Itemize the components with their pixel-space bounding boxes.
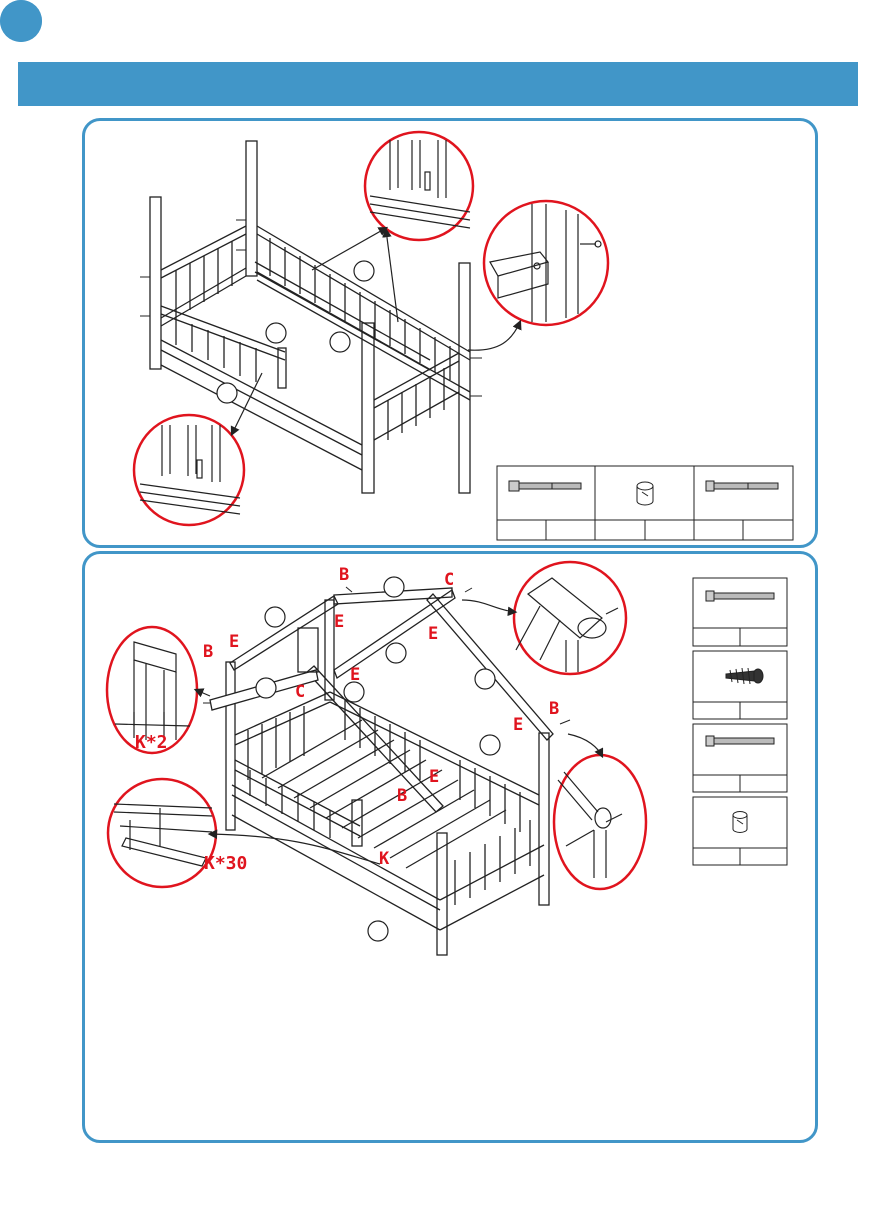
label-b: B <box>339 567 349 584</box>
step-2-part-markers <box>153 577 500 941</box>
long-bolt-icon <box>706 591 774 601</box>
label-c: C <box>444 572 454 589</box>
label-k-times-30: K*30 <box>204 855 247 873</box>
label-c: C <box>295 684 305 701</box>
label-e: E <box>513 717 523 734</box>
step-1-hardware-table <box>497 466 793 540</box>
label-b: B <box>397 788 407 805</box>
step-2-hardware-tables <box>693 578 787 865</box>
step-2-bed-frame <box>203 587 570 955</box>
label-e: E <box>229 634 239 651</box>
long-bolt-icon <box>706 736 774 746</box>
label-b: B <box>203 644 213 661</box>
label-e: E <box>334 614 344 631</box>
label-e: E <box>429 769 439 786</box>
label-k: K <box>379 851 389 868</box>
label-e: E <box>350 667 360 684</box>
long-bolt-icon <box>706 481 778 491</box>
label-e: E <box>428 626 438 643</box>
label-k-times-2: K*2 <box>135 734 168 752</box>
label-b: B <box>549 701 559 718</box>
long-bolt-icon <box>509 481 581 491</box>
